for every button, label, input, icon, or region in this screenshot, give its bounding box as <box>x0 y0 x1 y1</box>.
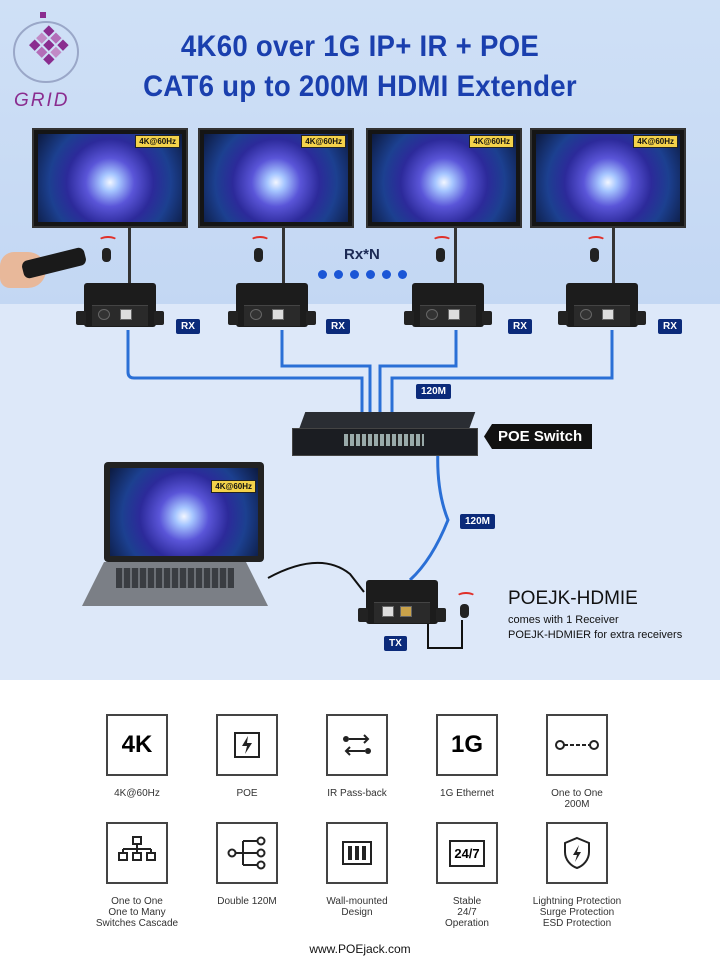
footer-url: www.POEjack.com <box>309 942 411 956</box>
feature-label: Wall-mounted Design <box>326 896 388 918</box>
resolution-badge: 4K@60Hz <box>301 135 346 148</box>
feature-label: One to One 200M <box>551 788 603 810</box>
ir-signal-icon <box>432 236 452 246</box>
icon-text: 24/7 <box>449 839 485 867</box>
receiver-unit-1 <box>76 283 164 327</box>
tx-tag: TX <box>384 636 407 651</box>
display-2: 4K@60Hz <box>198 128 354 228</box>
product-name: POEJK-HDMIE <box>508 588 638 609</box>
feature-label: One to One One to Many Switches Cascade <box>95 896 179 929</box>
ir-signal-icon <box>456 592 476 602</box>
grid-logo: GRID <box>10 8 82 112</box>
poe-icon <box>216 714 278 776</box>
resolution-badge: 4K@60Hz <box>135 135 180 148</box>
icon-text: 4K <box>121 731 153 758</box>
display-1: 4K@60Hz <box>32 128 188 228</box>
ellipsis-dot <box>398 270 407 279</box>
transmitter-unit <box>358 580 446 624</box>
ir-emitter-icon <box>460 604 469 618</box>
hand-remote-icon <box>0 246 90 294</box>
network-cables <box>126 330 614 649</box>
display-4: 4K@60Hz <box>530 128 686 228</box>
laptop: 4K@60Hz <box>76 462 276 618</box>
ellipsis-dot <box>334 270 343 279</box>
logo-mark-icon <box>13 12 79 83</box>
resolution-badge: 4K@60Hz <box>633 135 678 148</box>
product-note-2: POEJK-HDMIER for extra receivers <box>508 629 683 641</box>
receiver-unit-4 <box>558 283 646 327</box>
receiver-unit-3 <box>404 283 492 327</box>
rx-tag: RX <box>508 319 532 334</box>
ir-passback-icon <box>326 714 388 776</box>
cascade-icon <box>106 822 168 884</box>
feature-label: Lightning Protection Surge Protection ES… <box>532 896 622 929</box>
shield-bolt-icon <box>546 822 608 884</box>
feature-label: 1G Ethernet <box>440 788 494 799</box>
one-to-one-icon <box>546 714 608 776</box>
display-cable <box>128 228 131 284</box>
ir-sensor-icon <box>436 248 445 262</box>
icon-text: 1G <box>450 731 483 758</box>
rx-tag: RX <box>658 319 682 334</box>
feature-label: IR Pass-back <box>327 788 387 799</box>
ir-signal-icon <box>586 236 606 246</box>
feature-label: Double 120M <box>217 896 277 907</box>
link-length-lower: 120M <box>460 514 496 529</box>
title-line-1: 4K60 over 1G IP+ IR + POE <box>180 30 540 63</box>
ir-sensor-icon <box>102 248 111 262</box>
title-line-2: CAT6 up to 200M HDMI Extender <box>143 70 577 103</box>
ir-sensor-icon <box>590 248 599 262</box>
wall-mount-icon <box>326 822 388 884</box>
ir-signal-icon <box>98 236 118 246</box>
feature-label: Stable 24/7 Operation <box>445 896 489 929</box>
ellipsis-dot <box>382 270 391 279</box>
product-note-1: comes with 1 Receiver <box>508 614 619 626</box>
display-cable <box>282 228 285 284</box>
rx-count-label: Rx*N <box>344 246 380 263</box>
resolution-badge: 4K@60Hz <box>211 480 256 493</box>
rx-tag: RX <box>326 319 350 334</box>
poe-switch-label: POE Switch <box>484 424 593 449</box>
feature-label: 4K@60Hz <box>114 788 160 799</box>
link-length-upper: 120M <box>416 384 452 399</box>
rx-tag: RX <box>176 319 200 334</box>
display-cable <box>454 228 457 284</box>
poe-switch <box>292 412 480 460</box>
resolution-badge: 4K@60Hz <box>469 135 514 148</box>
4k-icon: 4K <box>106 714 168 776</box>
receiver-unit-2 <box>228 283 316 327</box>
double-120m-icon <box>216 822 278 884</box>
ellipsis-dot <box>350 270 359 279</box>
ir-signal-icon <box>250 236 270 246</box>
ellipsis-dot <box>366 270 375 279</box>
gigabit-icon: 1G <box>436 714 498 776</box>
display-3: 4K@60Hz <box>366 128 522 228</box>
feature-label: POE <box>236 788 258 799</box>
display-cable <box>612 228 615 284</box>
ellipsis-dot <box>318 270 327 279</box>
ir-sensor-icon <box>254 248 263 262</box>
stable-247-icon: 24/7 <box>436 822 498 884</box>
logo-text: GRID <box>14 90 70 111</box>
